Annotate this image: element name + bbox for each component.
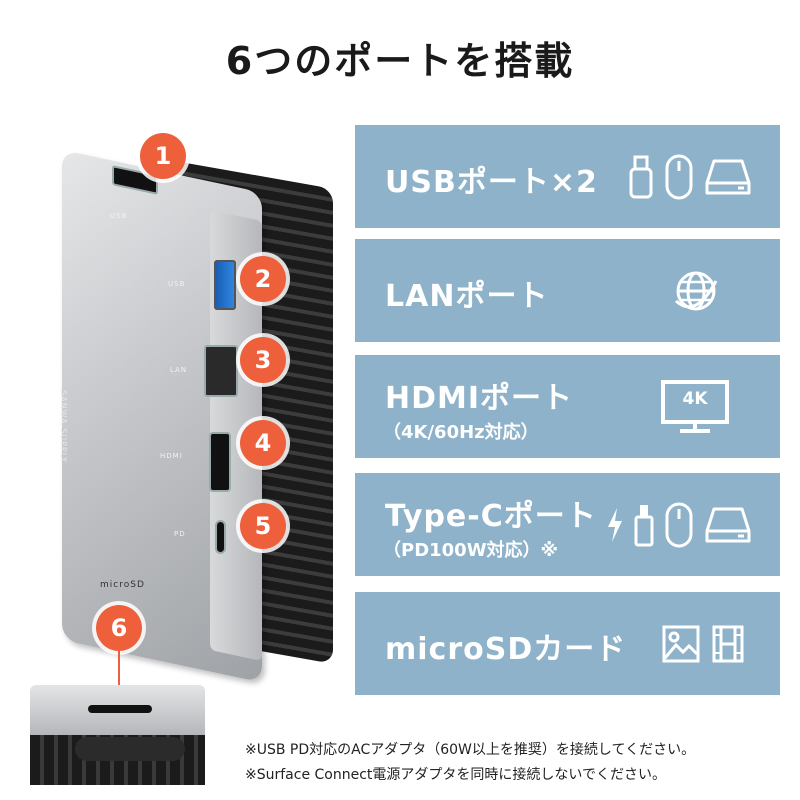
port-badge-4: 4 — [240, 420, 286, 466]
mouse-icon — [664, 153, 694, 201]
lightning-icon — [606, 507, 624, 543]
panel-icons-lan — [672, 239, 720, 342]
panel-subtitle-hdmi: （4K/60Hz対応） — [383, 422, 539, 443]
panel-icons-hdmi: 4K — [660, 355, 730, 458]
closeup-cable — [75, 737, 185, 761]
lan-port — [204, 345, 238, 397]
type-c-port — [215, 520, 226, 554]
panel-subtitle-type-c: （PD100W対応）※ — [383, 540, 559, 561]
panel-title-lan: LANポート — [385, 279, 549, 314]
photo-icon — [661, 624, 701, 664]
usb-c-stick-icon — [634, 503, 654, 547]
panel-title-microsd: microSDカード — [385, 632, 627, 667]
device-brand-logo: SANWA SUPPLY — [59, 390, 68, 464]
panel-title-usb: USBポート×2 — [385, 165, 598, 200]
device-label-pd: PD — [174, 530, 186, 538]
mouse-icon — [664, 501, 694, 549]
badge-6-connector-line — [118, 651, 120, 687]
usb-stick-icon — [628, 155, 654, 199]
hard-drive-icon — [704, 505, 752, 545]
microsd-slot-closeup — [30, 685, 205, 785]
device-label-microsd: microSD — [100, 580, 145, 590]
monitor-4k-label: 4K — [682, 388, 708, 409]
feature-panel-microsd: microSDカード — [355, 592, 780, 695]
panel-icons-usb — [628, 125, 752, 228]
device-label-hdmi: HDMI — [160, 452, 183, 460]
hard-drive-icon — [704, 157, 752, 197]
panel-icons-type-c — [606, 473, 752, 576]
port-badge-6: 6 — [96, 605, 142, 651]
globe-network-icon — [672, 267, 720, 315]
feature-panel-usb: USBポート×2 — [355, 125, 780, 228]
port-badge-3: 3 — [240, 337, 286, 383]
feature-panel-lan: LANポート — [355, 239, 780, 342]
port-badge-1: 1 — [140, 133, 186, 179]
page-title: 6つのポートを搭載 — [225, 39, 575, 83]
panel-title-type-c: Type-Cポート — [385, 499, 597, 534]
monitor-4k-icon: 4K — [660, 379, 730, 435]
usb-hub-illustration: USB USB LAN HDMI PD microSD SANWA SUPPLY — [50, 140, 333, 683]
usb-a-port-blue — [214, 260, 236, 310]
film-icon — [711, 624, 745, 664]
hdmi-port — [209, 432, 231, 492]
panel-title-hdmi: HDMIポート — [385, 381, 574, 416]
feature-panel-type-c: Type-Cポート （PD100W対応）※ — [355, 473, 780, 576]
footnote-ac-adapter: ※USB PD対応のACアダプタ（60W以上を推奨）を接続してください。 — [245, 742, 696, 758]
port-badge-2: 2 — [240, 256, 286, 302]
microsd-slot — [88, 705, 152, 713]
device-label-usb-top: USB — [110, 212, 128, 220]
device-label-lan: LAN — [170, 366, 188, 374]
footnote-surface-connect: ※Surface Connect電源アダプタを同時に接続しないでください。 — [245, 767, 666, 783]
feature-panel-hdmi: HDMIポート （4K/60Hz対応） 4K — [355, 355, 780, 458]
port-badge-5: 5 — [240, 503, 286, 549]
panel-icons-microsd — [661, 592, 745, 695]
device-label-usb-side: USB — [168, 280, 186, 288]
